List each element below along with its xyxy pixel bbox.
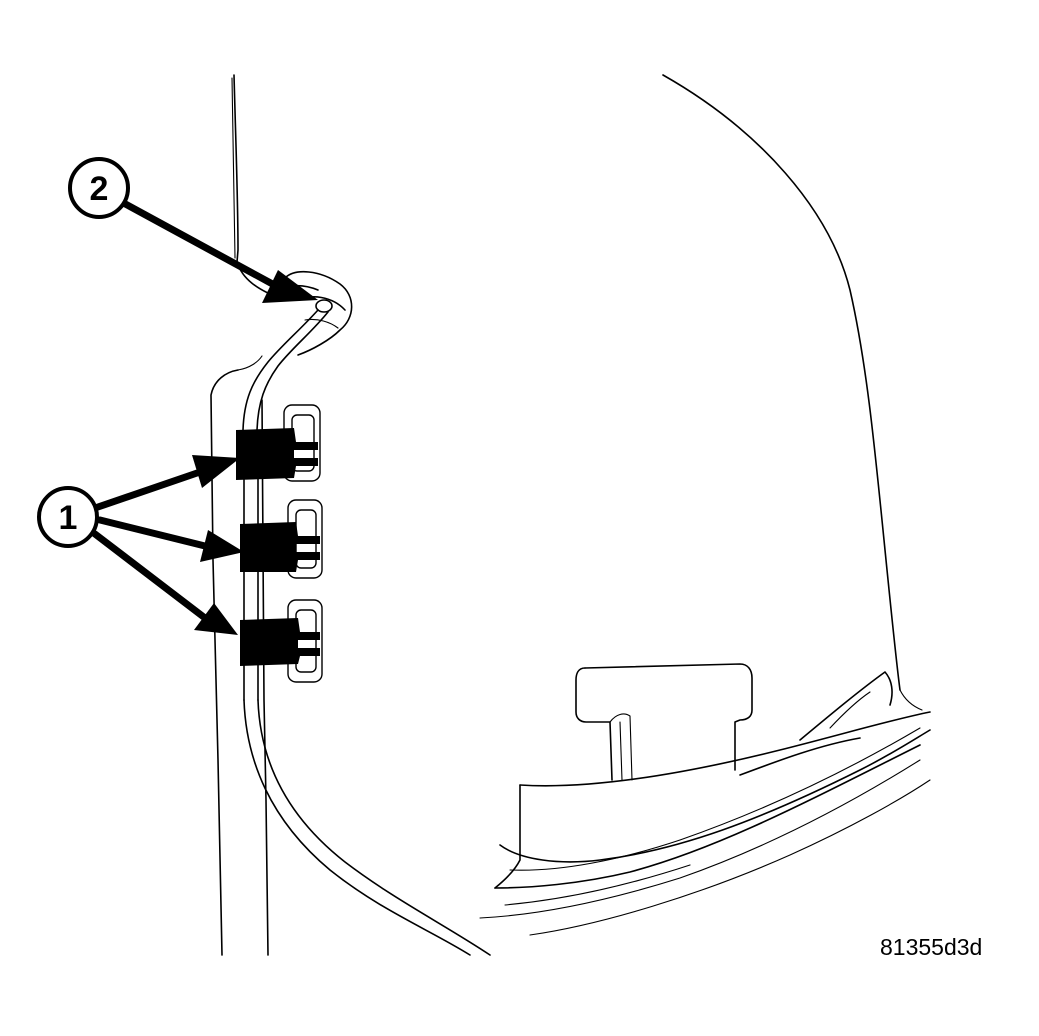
pillar-panel (210, 74, 286, 956)
callout-2-label: 2 (90, 170, 109, 208)
seat-belt-guide (575, 663, 753, 781)
seat-cushion (479, 671, 931, 936)
wire-harness (242, 309, 491, 956)
seat-back (662, 74, 923, 711)
callout-1: 1 (37, 455, 244, 635)
figure-id: 81355d3d (880, 934, 983, 960)
callout-2: 2 (68, 157, 318, 303)
wire-clip-bottom (240, 599, 323, 683)
callout-1-label: 1 (59, 499, 78, 537)
wire-clip-top (236, 404, 321, 482)
wire-clip-middle (240, 499, 323, 579)
